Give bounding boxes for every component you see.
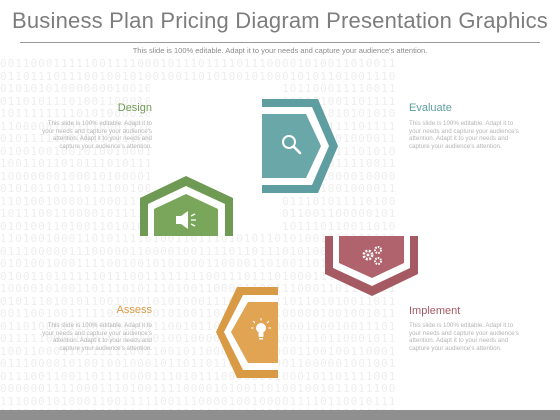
slide-title: Business Plan Pricing Diagram Presentati… [12, 8, 548, 33]
search-icon [282, 135, 302, 155]
title-divider [20, 42, 540, 43]
evaluate-description: This slide is 100% editable. Adapt it to… [409, 120, 519, 150]
assess-hexagon [216, 287, 278, 378]
evaluate-label: Evaluate [409, 102, 452, 114]
implement-hexagon [325, 236, 418, 296]
implement-description: This slide is 100% editable. Adapt it to… [409, 322, 519, 352]
assess-label: Assess [116, 304, 152, 316]
implement-label: Implement [409, 305, 461, 317]
gears-icon [362, 246, 382, 265]
design-description: This slide is 100% editable. Adapt it to… [42, 120, 152, 150]
evaluate-hexagon [262, 99, 338, 193]
bottom-bar [0, 410, 560, 420]
design-hexagon [140, 176, 233, 236]
design-label: Design [117, 102, 152, 114]
lightbulb-icon [251, 318, 271, 340]
speaker-icon [176, 211, 196, 229]
assess-description: This slide is 100% editable. Adapt it to… [42, 322, 152, 352]
slide-subtitle: This slide is 100% editable. Adapt it to… [132, 46, 428, 55]
